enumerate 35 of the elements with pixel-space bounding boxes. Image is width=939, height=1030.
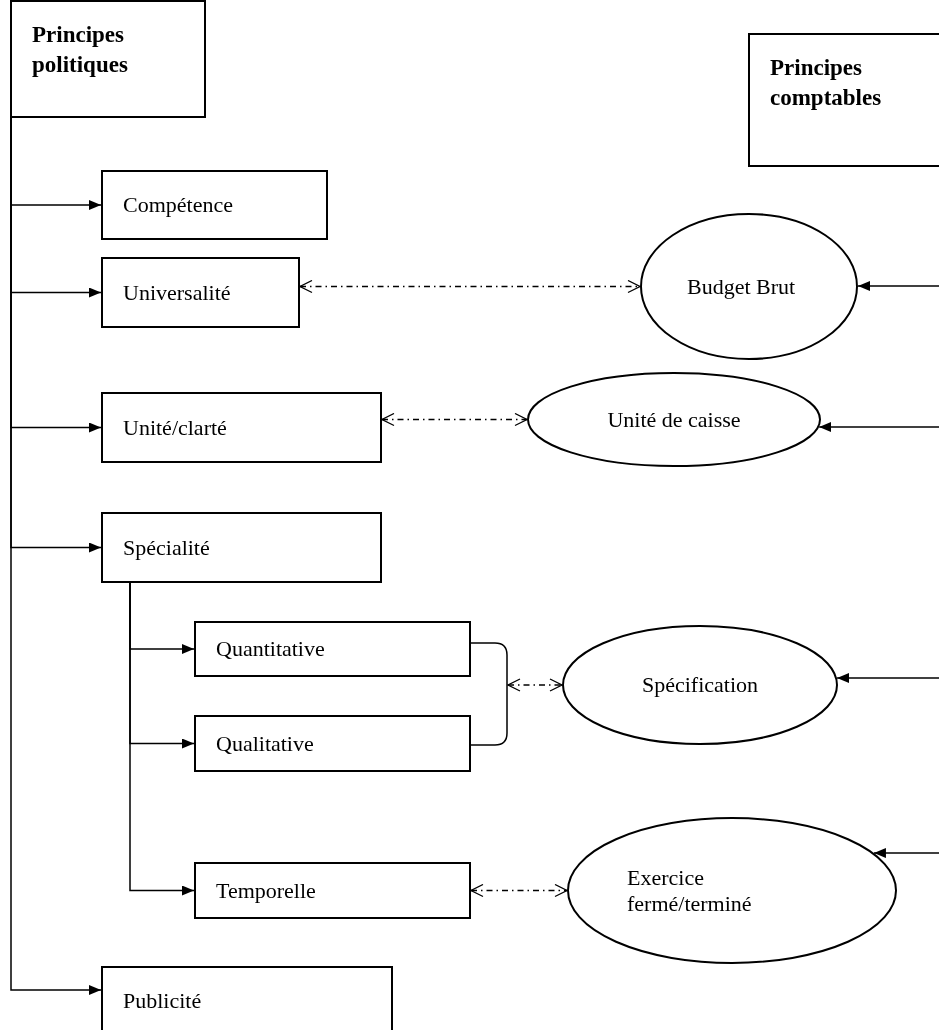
arrow: [836, 673, 939, 683]
arrow: [818, 422, 939, 432]
arrow: [299, 279, 641, 294]
node-label: Unité de caisse: [607, 406, 741, 433]
heading-box: [10, 0, 206, 118]
arrow: [857, 281, 939, 291]
connector-line: [470, 744, 486, 746]
node-label: Unité/clarté: [123, 414, 228, 441]
process-box: [194, 621, 471, 677]
arrow: [470, 883, 568, 898]
process-box: [101, 392, 382, 463]
node-label: Budget Brut: [687, 273, 796, 300]
node-label: Universalité: [123, 279, 232, 306]
node-label: Quantitative: [216, 636, 326, 662]
arrow: [129, 582, 195, 896]
arrow: [873, 848, 939, 858]
node-label: Exercice fermé/terminé: [627, 864, 753, 917]
process-box: [101, 966, 393, 1030]
node-label: Qualitative: [216, 730, 315, 757]
arrow: [381, 412, 528, 427]
node-label: Publicité: [123, 988, 203, 1014]
process-box: [194, 862, 471, 919]
heading-label: Principes comptables: [770, 54, 883, 112]
arrow: [507, 678, 563, 692]
heading-box: [748, 33, 939, 167]
process-box: [101, 257, 300, 328]
node-label: Temporelle: [216, 877, 317, 904]
process-box: [101, 170, 328, 240]
node-label: Compétence: [123, 192, 234, 218]
heading-label: Principes politiques: [32, 21, 129, 79]
node-label: Spécification: [641, 672, 759, 698]
connector-line: [470, 642, 486, 644]
process-box: [194, 715, 471, 772]
node-label: Spécialité: [123, 534, 211, 561]
process-box: [101, 512, 382, 583]
